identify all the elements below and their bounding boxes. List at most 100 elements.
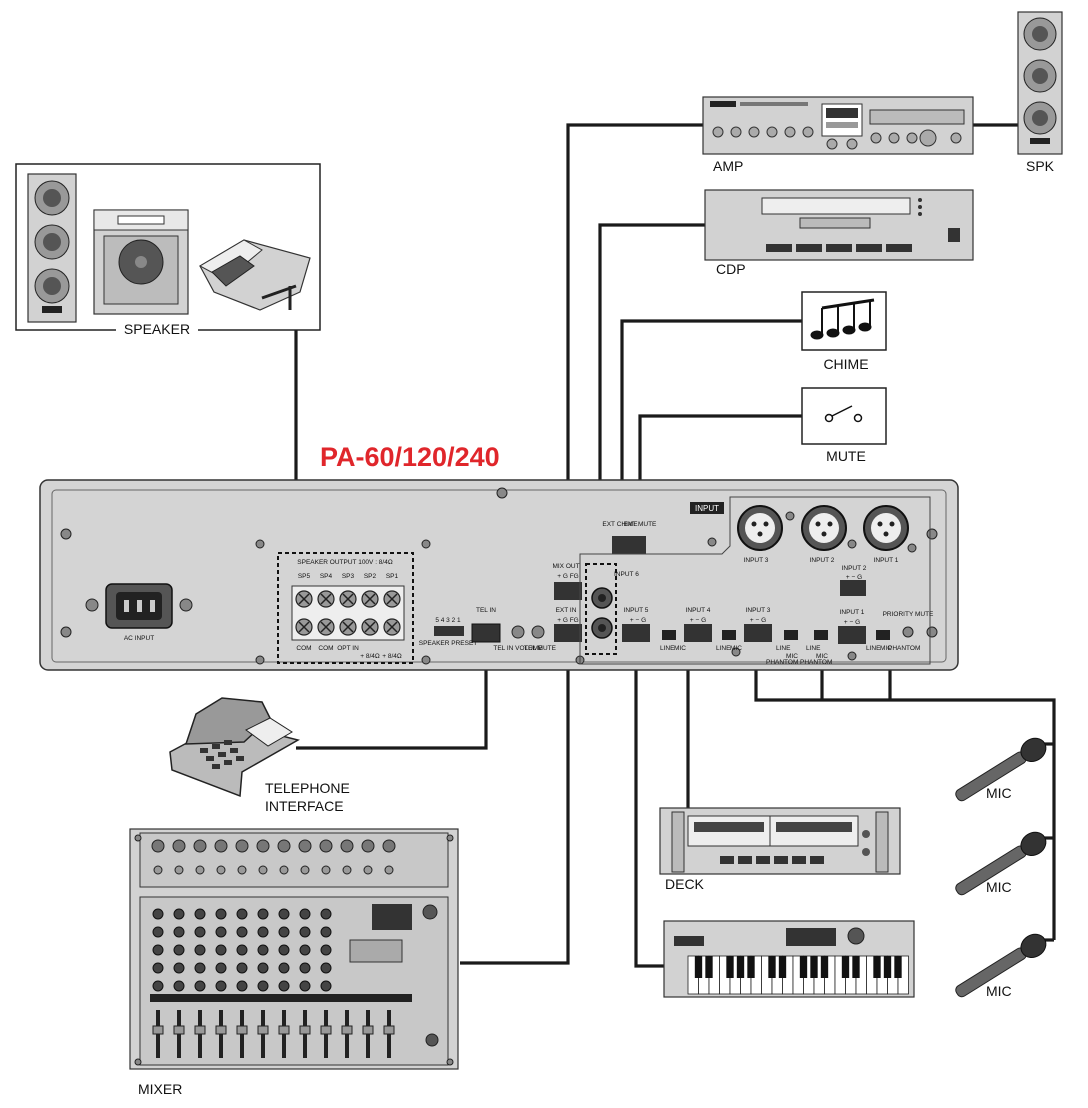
- mixer-fader: [152, 1025, 164, 1035]
- term-84-b: + 8/4Ω: [382, 653, 402, 660]
- line-mic-switch-1[interactable]: [876, 630, 890, 640]
- ext-in-label: EXT IN: [556, 607, 577, 614]
- priority-mute-knob[interactable]: [902, 626, 914, 638]
- speaker-output-terminals: SPEAKER OUTPUT 100V : 8/4Ω SP5 SP4 SP3 S…: [277, 552, 414, 664]
- cdp-group: CDP: [704, 189, 974, 277]
- mixer-input-jack: [151, 839, 165, 853]
- tel-mute-label: TEL MUTE: [524, 645, 557, 652]
- ext-in-pins: + G FG: [557, 617, 579, 624]
- mixer-knob: [194, 908, 206, 920]
- mixer-knob: [279, 865, 289, 875]
- mixer-knob: [215, 944, 227, 956]
- mixer-knob: [152, 926, 164, 938]
- panel-screws: [60, 487, 938, 665]
- mixer-knob: [363, 865, 373, 875]
- spk-label: SPK: [1026, 158, 1055, 174]
- mixer-knob: [278, 908, 290, 920]
- line-mic-switch-5[interactable]: [662, 630, 676, 640]
- ac-input: AC INPUT: [85, 583, 193, 642]
- xlr-input3-label: INPUT 3: [744, 557, 769, 564]
- mixer-knob: [215, 926, 227, 938]
- sp1-label: SP1: [386, 573, 399, 580]
- input5-pins: + − G: [630, 617, 646, 624]
- mixer-knob: [278, 980, 290, 992]
- amp-label: AMP: [713, 158, 743, 174]
- mixer-knob: [152, 980, 164, 992]
- mixer-knob: [173, 926, 185, 938]
- mixer-knob: [320, 962, 332, 974]
- black-key: [873, 956, 881, 978]
- mixer-knob: [257, 962, 269, 974]
- cdp-label: CDP: [716, 261, 746, 277]
- mics-group: MIC MIC MIC: [955, 737, 1047, 999]
- mixer-knob: [236, 908, 248, 920]
- term-com-2: COM: [318, 645, 333, 652]
- black-key: [726, 956, 734, 978]
- mixer-knob: [173, 962, 185, 974]
- tel-in: TEL IN TEL IN VOLUME TEL MUTE: [471, 607, 557, 652]
- mixer-fader: [215, 1025, 227, 1035]
- speaker-preset-label: SPEAKER PRESET: [419, 640, 478, 647]
- mix-out-ext-in: MIX OUT + G FG EXT IN + G FG: [552, 563, 582, 642]
- preset-nums: 5 4 3 2 1: [435, 617, 461, 624]
- phantom-1: PHANTOM: [888, 645, 920, 652]
- input-section: INPUT INPUT 3 INPUT 2 INPUT 1 INPUT 2 + …: [579, 496, 934, 666]
- mute-box: [801, 387, 887, 445]
- tel-in-volume-label: TEL IN VOLUME: [493, 645, 543, 652]
- input4-pins: + − G: [690, 617, 706, 624]
- mixer-knob: [300, 865, 310, 875]
- term-84-a: + 8/4Ω: [360, 653, 380, 660]
- term-opt-in: OPT IN: [337, 645, 359, 652]
- keyboard-group: [663, 920, 915, 998]
- mic2-label: MIC: [986, 879, 1012, 895]
- spk-group: SPK: [1017, 11, 1063, 174]
- line-2: LINE: [806, 645, 821, 652]
- speaker-label: SPEAKER: [124, 321, 190, 337]
- mixer-fader: [320, 1025, 332, 1035]
- phantom-2: PHANTOM: [800, 659, 832, 666]
- input6-rca: INPUT 6: [585, 563, 639, 655]
- sp5-label: SP5: [298, 573, 311, 580]
- mixer-input-jack: [298, 839, 312, 853]
- mixer-knob: [257, 908, 269, 920]
- mix-out-label: MIX OUT: [552, 563, 579, 570]
- mixer-knob: [299, 908, 311, 920]
- mixer-input-jack: [319, 839, 333, 853]
- black-key: [736, 956, 745, 978]
- mixer-knob: [278, 926, 290, 938]
- input3-label: INPUT 3: [746, 607, 771, 614]
- mixer-knob: [299, 980, 311, 992]
- mixer-knob: [194, 980, 206, 992]
- wire-mixer: [460, 640, 570, 965]
- mixer-input-jack: [382, 839, 396, 853]
- line-mic-switch-2[interactable]: [814, 630, 828, 640]
- input1-label: INPUT 1: [840, 609, 865, 616]
- mixer-knob: [320, 944, 332, 956]
- input2-label: INPUT 2: [842, 565, 867, 572]
- column-speaker-icon: [27, 173, 77, 323]
- wire-telephone: [296, 640, 488, 750]
- mixer-fader: [278, 1025, 290, 1035]
- line-3: LINE: [776, 645, 791, 652]
- music-notes-icon: [810, 298, 875, 340]
- input-badge: INPUT: [695, 504, 719, 513]
- mixer-knob: [195, 865, 205, 875]
- mixer-knob: [299, 926, 311, 938]
- line-mic-switch-4[interactable]: [722, 630, 736, 640]
- mixer-fader: [341, 1025, 353, 1035]
- black-key: [694, 956, 703, 978]
- black-key: [820, 956, 829, 978]
- mixer-knob: [278, 962, 290, 974]
- black-key: [799, 956, 808, 978]
- mixer-knob: [174, 865, 184, 875]
- wire-cdp: [598, 223, 705, 580]
- mic-2: MIC: [816, 653, 828, 660]
- line-mic-switch-3[interactable]: [784, 630, 798, 640]
- ext-chime-label: EXT CHIME: [602, 521, 638, 528]
- input2-pins: + − G: [846, 574, 862, 581]
- black-key: [747, 956, 755, 978]
- mix-out-pins: + G FG: [557, 573, 579, 580]
- switch-icon: [824, 405, 863, 423]
- black-key: [852, 956, 860, 978]
- black-key: [883, 956, 892, 978]
